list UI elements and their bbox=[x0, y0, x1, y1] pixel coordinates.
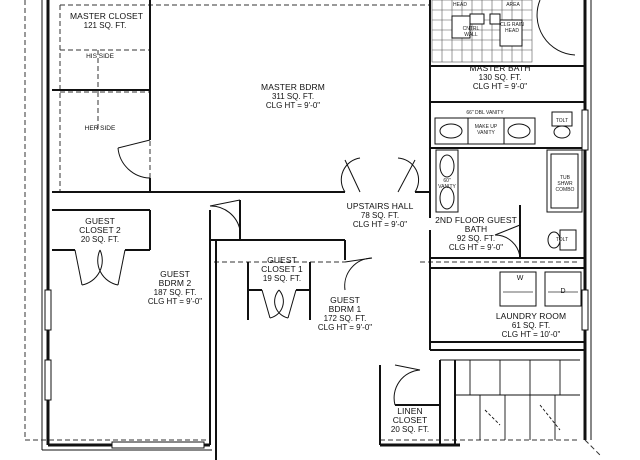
windows bbox=[44, 109, 589, 449]
room-ceiling: CLG HT = 9'-0" bbox=[265, 101, 321, 110]
shower-control-wall-label: CNTRL WALL bbox=[462, 26, 480, 38]
room-name-line1: GUEST bbox=[330, 295, 360, 305]
master-bdrm-label: MASTER BDRM 311 SQ. FT. CLG HT = 9'-0" bbox=[248, 82, 338, 111]
room-name-line2: CLOSET 2 bbox=[79, 225, 121, 235]
guest-closet-1-label: GUEST CLOSET 1 19 SQ. FT. bbox=[252, 255, 312, 284]
shower-fixtures bbox=[451, 13, 523, 47]
her-side-label: HER SIDE bbox=[84, 125, 116, 132]
room-name-line2: CLOSET bbox=[392, 415, 428, 425]
linen-closet-label: LINEN CLOSET 20 SQ. FT. bbox=[383, 406, 437, 435]
room-area: 19 SQ. FT. bbox=[262, 274, 302, 283]
room-area: 20 SQ. FT. bbox=[80, 235, 120, 244]
makeup-vanity-label: MAKE UP VANITY bbox=[474, 124, 498, 136]
room-area: 187 SQ. FT. bbox=[153, 288, 197, 297]
room-name-line1: GUEST bbox=[160, 269, 190, 279]
room-ceiling: CLG HT = 9'-0" bbox=[352, 220, 408, 229]
room-name-line2: CLOSET 1 bbox=[261, 264, 303, 274]
room-area: 311 SQ. FT. bbox=[271, 92, 315, 101]
guest-vanity-label: 60" VANITY bbox=[438, 178, 456, 190]
shower-head-label-left: HEAD bbox=[453, 2, 467, 8]
toilet-label: TOLT bbox=[555, 118, 569, 124]
guest-toilet-label: TOLT bbox=[555, 237, 569, 243]
room-name-line1: LINEN bbox=[397, 406, 423, 416]
dryer-label: D bbox=[560, 288, 566, 295]
guest-bdrm-2-label: GUEST BDRM 2 187 SQ. FT. CLG HT = 9'-0" bbox=[130, 269, 220, 307]
shower-rain-head-label: CLG RAIN HEAD bbox=[500, 22, 524, 34]
room-area: 78 SQ. FT. bbox=[360, 211, 400, 220]
guest-closet-2-label: GUEST CLOSET 2 20 SQ. FT. bbox=[70, 216, 130, 245]
stairs bbox=[440, 359, 580, 440]
room-name: LAUNDRY ROOM bbox=[495, 311, 567, 321]
upstairs-hall-label: UPSTAIRS HALL 78 SQ. FT. CLG HT = 9'-0" bbox=[335, 201, 425, 230]
guest-bdrm-1-label: GUEST BDRM 1 172 SQ. FT. CLG HT = 9'-0" bbox=[300, 295, 390, 333]
room-name-line1: 2ND FLOOR GUEST bbox=[435, 215, 517, 225]
shower-area-label: AREA bbox=[506, 2, 520, 8]
room-ceiling: CLG HT = 10'-0" bbox=[501, 330, 561, 339]
guest-bath-label: 2ND FLOOR GUEST BATH 92 SQ. FT. CLG HT =… bbox=[428, 215, 524, 253]
room-ceiling: CLG HT = 9'-0" bbox=[448, 243, 504, 252]
room-name-line2: BDRM 1 bbox=[328, 304, 362, 314]
room-area: 92 SQ. FT. bbox=[456, 234, 496, 243]
room-ceiling: CLG HT = 9'-0" bbox=[472, 82, 528, 91]
room-area: 121 SQ. FT. bbox=[83, 21, 127, 30]
room-name: MASTER BDRM bbox=[261, 82, 325, 92]
laundry-room-label: LAUNDRY ROOM 61 SQ. FT. CLG HT = 10'-0" bbox=[485, 311, 577, 340]
room-name-line2: BATH bbox=[464, 224, 488, 234]
his-side-label: HIS SIDE bbox=[86, 53, 114, 60]
room-area: 172 SQ. FT. bbox=[323, 314, 367, 323]
doors bbox=[74, 0, 576, 406]
room-name-line1: GUEST bbox=[85, 216, 115, 226]
room-name: UPSTAIRS HALL bbox=[346, 201, 414, 211]
room-area: 130 SQ. FT. bbox=[478, 73, 522, 82]
bath-fixtures bbox=[434, 111, 583, 307]
room-area: 20 SQ. FT. bbox=[390, 425, 430, 434]
tub-shower-label: TUB SHWR COMBO bbox=[555, 175, 575, 193]
room-name-line1: GUEST bbox=[267, 255, 297, 265]
dbl-vanity-label: 66" DBL VANITY bbox=[466, 110, 504, 116]
room-ceiling: CLG HT = 9'-0" bbox=[147, 297, 203, 306]
washer-label: W bbox=[516, 275, 524, 282]
master-closet-label: MASTER CLOSET 121 SQ. FT. bbox=[70, 11, 144, 31]
room-name: MASTER CLOSET bbox=[70, 11, 144, 21]
interior-walls bbox=[52, 0, 585, 460]
room-name-line2: BDRM 2 bbox=[158, 278, 192, 288]
room-ceiling: CLG HT = 9'-0" bbox=[317, 323, 373, 332]
master-bath-label: MASTER BATH 130 SQ. FT. CLG HT = 9'-0" bbox=[460, 63, 540, 92]
room-area: 61 SQ. FT. bbox=[511, 321, 551, 330]
room-name: MASTER BATH bbox=[469, 63, 531, 73]
